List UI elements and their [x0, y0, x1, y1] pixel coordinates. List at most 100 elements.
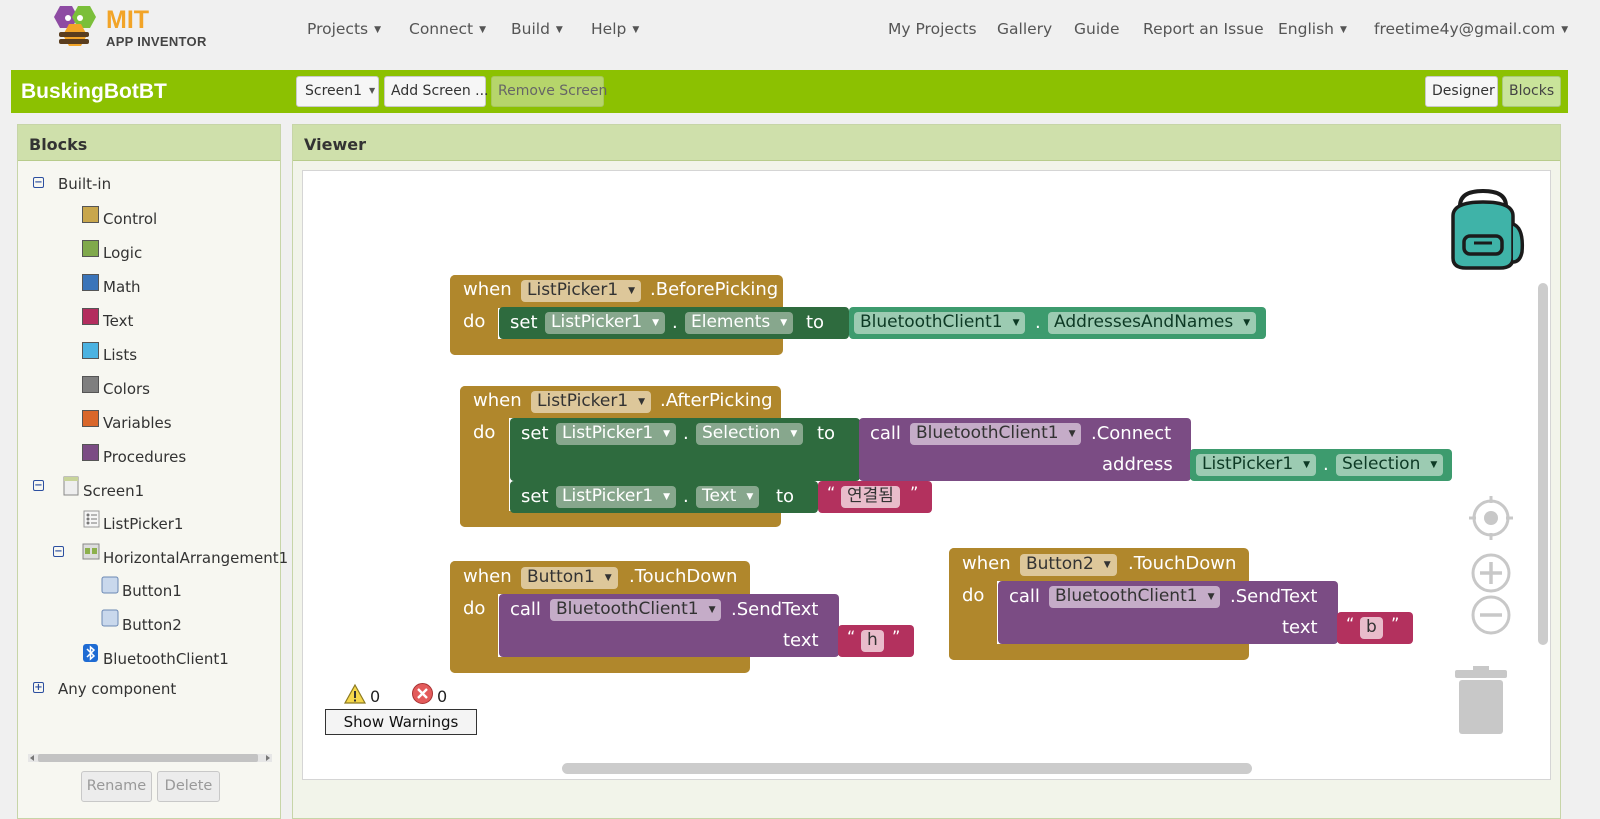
collapse-arrangement-icon[interactable]: −: [53, 546, 64, 557]
tree-screen1[interactable]: Screen1: [83, 482, 145, 500]
do-label: do: [473, 422, 496, 443]
event-name: .TouchDown: [629, 566, 738, 587]
open-quote-icon: “: [847, 627, 856, 646]
tree-builtin[interactable]: Built-in: [58, 175, 112, 193]
mit-app-inventor-logo[interactable]: MIT APP INVENTOR: [46, 4, 216, 54]
rename-button[interactable]: Rename: [81, 771, 152, 802]
setter-property-label: Elements: [691, 312, 771, 332]
text-value-field[interactable]: b: [1360, 617, 1383, 639]
blocks-tree-scrollbar[interactable]: [28, 751, 272, 765]
call-component-dropdown[interactable]: BluetoothClient1▼: [910, 423, 1082, 445]
caret-down-icon: ▼: [374, 25, 382, 35]
tree-button2[interactable]: Button2: [122, 616, 182, 634]
call-label: call: [870, 423, 901, 444]
variables-swatch-icon: [82, 410, 99, 427]
set-label: set: [510, 312, 538, 333]
tree-listpicker1[interactable]: ListPicker1: [103, 515, 184, 533]
blocks-workspace[interactable]: when ListPicker1▼ .BeforePicking do set …: [302, 170, 1551, 780]
zoom-in-icon[interactable]: [1469, 551, 1513, 595]
setter-component-dropdown[interactable]: ListPicker1▼: [556, 423, 677, 445]
getter-component-dropdown[interactable]: ListPicker1▼: [1196, 454, 1317, 476]
getter-component-dropdown[interactable]: BluetoothClient1▼: [854, 312, 1026, 334]
component-dropdown[interactable]: ListPicker1▼: [521, 280, 642, 302]
blocks-panel: Blocks − Built-in Control Logic Math Tex…: [17, 124, 288, 819]
text-value-field[interactable]: 연결됨: [841, 486, 900, 508]
event-footer: [450, 339, 783, 355]
collapse-screen1-icon[interactable]: −: [33, 480, 44, 491]
remove-screen-button[interactable]: Remove Screen: [491, 76, 607, 107]
collapse-builtin-icon[interactable]: −: [33, 177, 44, 188]
recenter-icon[interactable]: [1469, 496, 1513, 540]
getter-property-dropdown[interactable]: AddressesAndNames▼: [1048, 312, 1257, 334]
caret-down-icon: ▼: [632, 25, 640, 35]
getter-property-dropdown[interactable]: Selection▼: [1336, 454, 1444, 476]
call-component-dropdown[interactable]: BluetoothClient1▼: [550, 599, 722, 621]
backpack-icon[interactable]: [1438, 186, 1528, 276]
open-quote-icon: “: [1346, 614, 1355, 633]
menu-projects[interactable]: Projects ▼: [307, 20, 381, 38]
menu-account[interactable]: freetime4y@gmail.com▼: [1374, 20, 1568, 38]
component-dropdown[interactable]: ListPicker1▼: [531, 391, 652, 413]
error-icon: [412, 683, 433, 704]
viewer-panel: Viewer when ListPicker1▼ .BeforePicking …: [292, 124, 1561, 819]
bee-hexagon-icon: [54, 6, 96, 46]
event-footer: [460, 511, 781, 527]
designer-button[interactable]: Designer: [1425, 76, 1498, 107]
call-component-dropdown[interactable]: BluetoothClient1▼: [1049, 586, 1221, 608]
tree-any-component[interactable]: Any component: [58, 680, 177, 698]
workspace-vertical-scrollbar[interactable]: [1538, 283, 1548, 645]
link-guide[interactable]: Guide: [1074, 20, 1120, 38]
menu-build[interactable]: Build▼: [511, 20, 563, 38]
menu-connect[interactable]: Connect▼: [409, 20, 486, 38]
delete-button[interactable]: Delete: [157, 771, 220, 802]
add-screen-button[interactable]: Add Screen ...: [384, 76, 489, 107]
blocks-button[interactable]: Blocks: [1502, 76, 1561, 107]
setter-property-label: Selection: [702, 423, 781, 443]
component-dropdown[interactable]: Button2▼: [1020, 554, 1117, 576]
caret-down-icon: ▼: [1103, 560, 1111, 570]
link-gallery[interactable]: Gallery: [997, 20, 1053, 38]
link-my-projects[interactable]: My Projects: [888, 20, 977, 38]
getter-property-label: Selection: [1342, 454, 1421, 474]
setter-component-dropdown[interactable]: ListPicker1▼: [556, 486, 677, 508]
workspace-horizontal-scrollbar[interactable]: [562, 763, 1252, 774]
menu-projects-label: Projects: [307, 20, 369, 38]
caret-down-icon: ▼: [1012, 318, 1020, 328]
event-name: .AfterPicking: [660, 390, 773, 411]
tree-bluetoothclient1[interactable]: BluetoothClient1: [103, 650, 229, 668]
tree-horizontal-arrangement1[interactable]: HorizontalArrangement1: [103, 549, 289, 567]
caret-down-icon: ▼: [638, 397, 646, 407]
do-label: do: [463, 598, 486, 619]
call-component-label: BluetoothClient1: [916, 423, 1059, 443]
event-body: [450, 561, 498, 673]
setter-property-dropdown[interactable]: Text▼: [696, 486, 760, 508]
setter-component-label: ListPicker1: [562, 486, 654, 506]
expand-any-component-icon[interactable]: +: [33, 682, 44, 693]
call-component-label: BluetoothClient1: [1055, 586, 1198, 606]
menu-help[interactable]: Help▼: [591, 20, 639, 38]
text-arg-label: text: [1282, 617, 1318, 638]
screen-select-dropdown[interactable]: Screen1▼: [296, 76, 379, 107]
trash-icon[interactable]: [1453, 666, 1511, 738]
setter-property-dropdown[interactable]: Selection▼: [696, 423, 804, 445]
show-warnings-button[interactable]: Show Warnings: [325, 709, 477, 735]
viewer-title: Viewer: [293, 125, 1560, 161]
math-swatch-icon: [82, 274, 99, 291]
tree-button1[interactable]: Button1: [122, 582, 182, 600]
screen-select-label: Screen1: [305, 83, 363, 99]
menu-language[interactable]: English▼: [1278, 20, 1347, 38]
logo-mit-text: MIT: [106, 6, 150, 34]
open-quote-icon: “: [827, 483, 836, 502]
setter-component-dropdown[interactable]: ListPicker1▼: [545, 312, 666, 334]
component-dropdown[interactable]: Button1▼: [521, 567, 618, 589]
dot-label: .: [1035, 312, 1041, 333]
event-footer: [949, 644, 1249, 660]
link-report-issue[interactable]: Report an Issue: [1143, 20, 1264, 38]
text-value-field[interactable]: h: [861, 630, 884, 652]
setter-property-dropdown[interactable]: Elements▼: [685, 312, 794, 334]
tree-item-control-label: Control: [103, 210, 158, 228]
dot-label: .: [683, 486, 689, 507]
button-icon: [101, 576, 119, 594]
project-name: BuskingBotBT: [21, 80, 167, 103]
zoom-out-icon[interactable]: [1469, 593, 1513, 637]
